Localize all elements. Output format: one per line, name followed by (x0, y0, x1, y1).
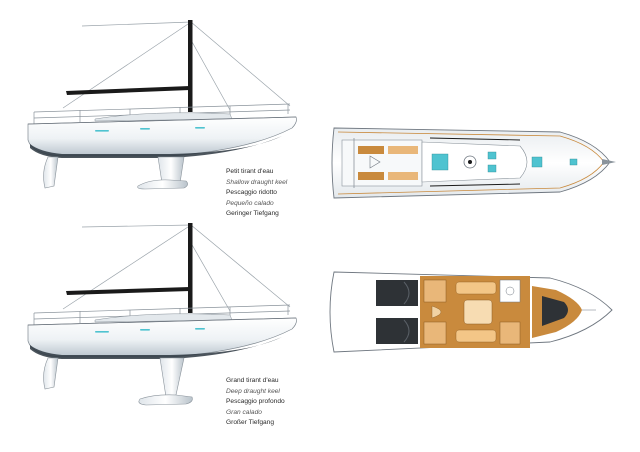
rigging (62, 224, 291, 312)
underbody (30, 337, 282, 359)
caption-it: Pescaggio ridotto (226, 189, 277, 197)
caption-deep-draught: Grand tirant d'eau Deep draught keel Pes… (226, 376, 285, 429)
coachroof (94, 313, 233, 323)
caption-de: Geringer Tiefgang (226, 210, 279, 218)
coachroof-top (421, 141, 528, 183)
caption-de: Großer Tiefgang (226, 419, 275, 427)
rigging (62, 21, 291, 111)
rudder (43, 156, 59, 189)
portlights (95, 127, 205, 132)
keel-shallow (157, 156, 185, 184)
deck-plan (331, 127, 616, 199)
underbody (30, 136, 282, 158)
caption-fr: Petit tirant d'eau (226, 168, 274, 175)
boom (66, 86, 190, 95)
caption-en: Deep draught keel (226, 387, 280, 395)
mast-step (463, 155, 477, 169)
caption-es: Gran calado (226, 408, 262, 416)
keel-deep (159, 357, 185, 398)
portlights (95, 328, 205, 333)
boat-profile-shallow (27, 20, 297, 190)
aft-cabin-starboard (376, 318, 418, 344)
caption-shallow-draught: Petit tirant d'eau Shallow draught keel … (226, 167, 287, 220)
boat-profile-deep (27, 223, 297, 406)
caption-it: Pescaggio profondo (226, 398, 285, 406)
saloon-table (463, 299, 493, 325)
interior-plan (329, 271, 613, 353)
rudder (43, 357, 59, 390)
aft-cabin-port (376, 280, 418, 306)
caption-en: Shallow draught keel (226, 178, 288, 186)
caption-es: Pequeño calado (226, 199, 274, 207)
coachroof (94, 112, 233, 122)
caption-fr: Grand tirant d'eau (226, 377, 279, 384)
boom (66, 287, 190, 295)
mast (188, 223, 193, 313)
deck-hatches (431, 151, 578, 173)
mast (188, 20, 193, 112)
